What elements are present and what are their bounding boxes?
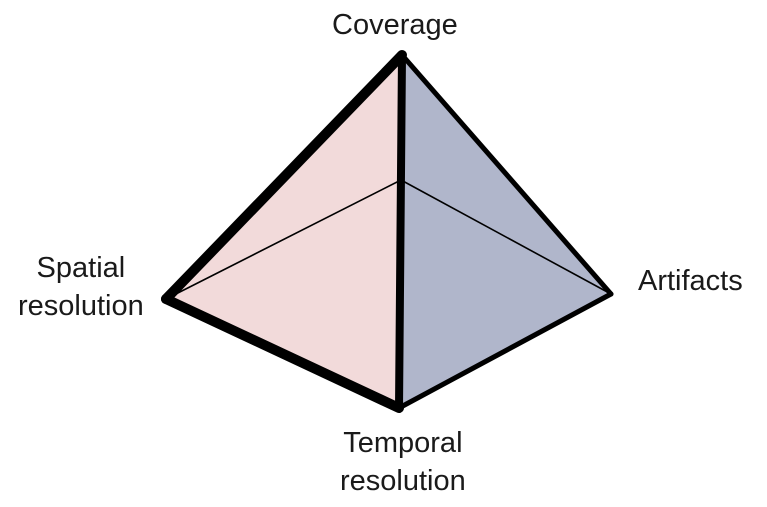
- right-face: [399, 55, 611, 408]
- vertex-label-artifacts: Artifacts: [638, 262, 743, 300]
- temporal-line1: Temporal: [343, 427, 463, 459]
- edge-top-bottom: [395, 51, 406, 412]
- vertex-label-temporal-resolution: Temporal resolution: [340, 424, 466, 500]
- edge-top-right: [399, 52, 614, 297]
- spatial-line1: Spatial: [36, 252, 126, 284]
- temporal-line2: resolution: [340, 465, 466, 497]
- edge-left-top: [161, 50, 407, 304]
- artifacts-text: Artifacts: [638, 265, 743, 297]
- coverage-text: Coverage: [332, 9, 458, 41]
- spatial-line2: resolution: [18, 290, 144, 322]
- edge-bottom-left: [161, 294, 404, 413]
- edge-center-left: [165, 179, 402, 300]
- edge-center-right: [400, 179, 612, 295]
- vertex-label-coverage: Coverage: [332, 6, 458, 44]
- left-face: [166, 55, 402, 408]
- vertex-label-spatial-resolution: Spatial resolution: [18, 249, 144, 325]
- edge-right-bottom: [396, 291, 614, 411]
